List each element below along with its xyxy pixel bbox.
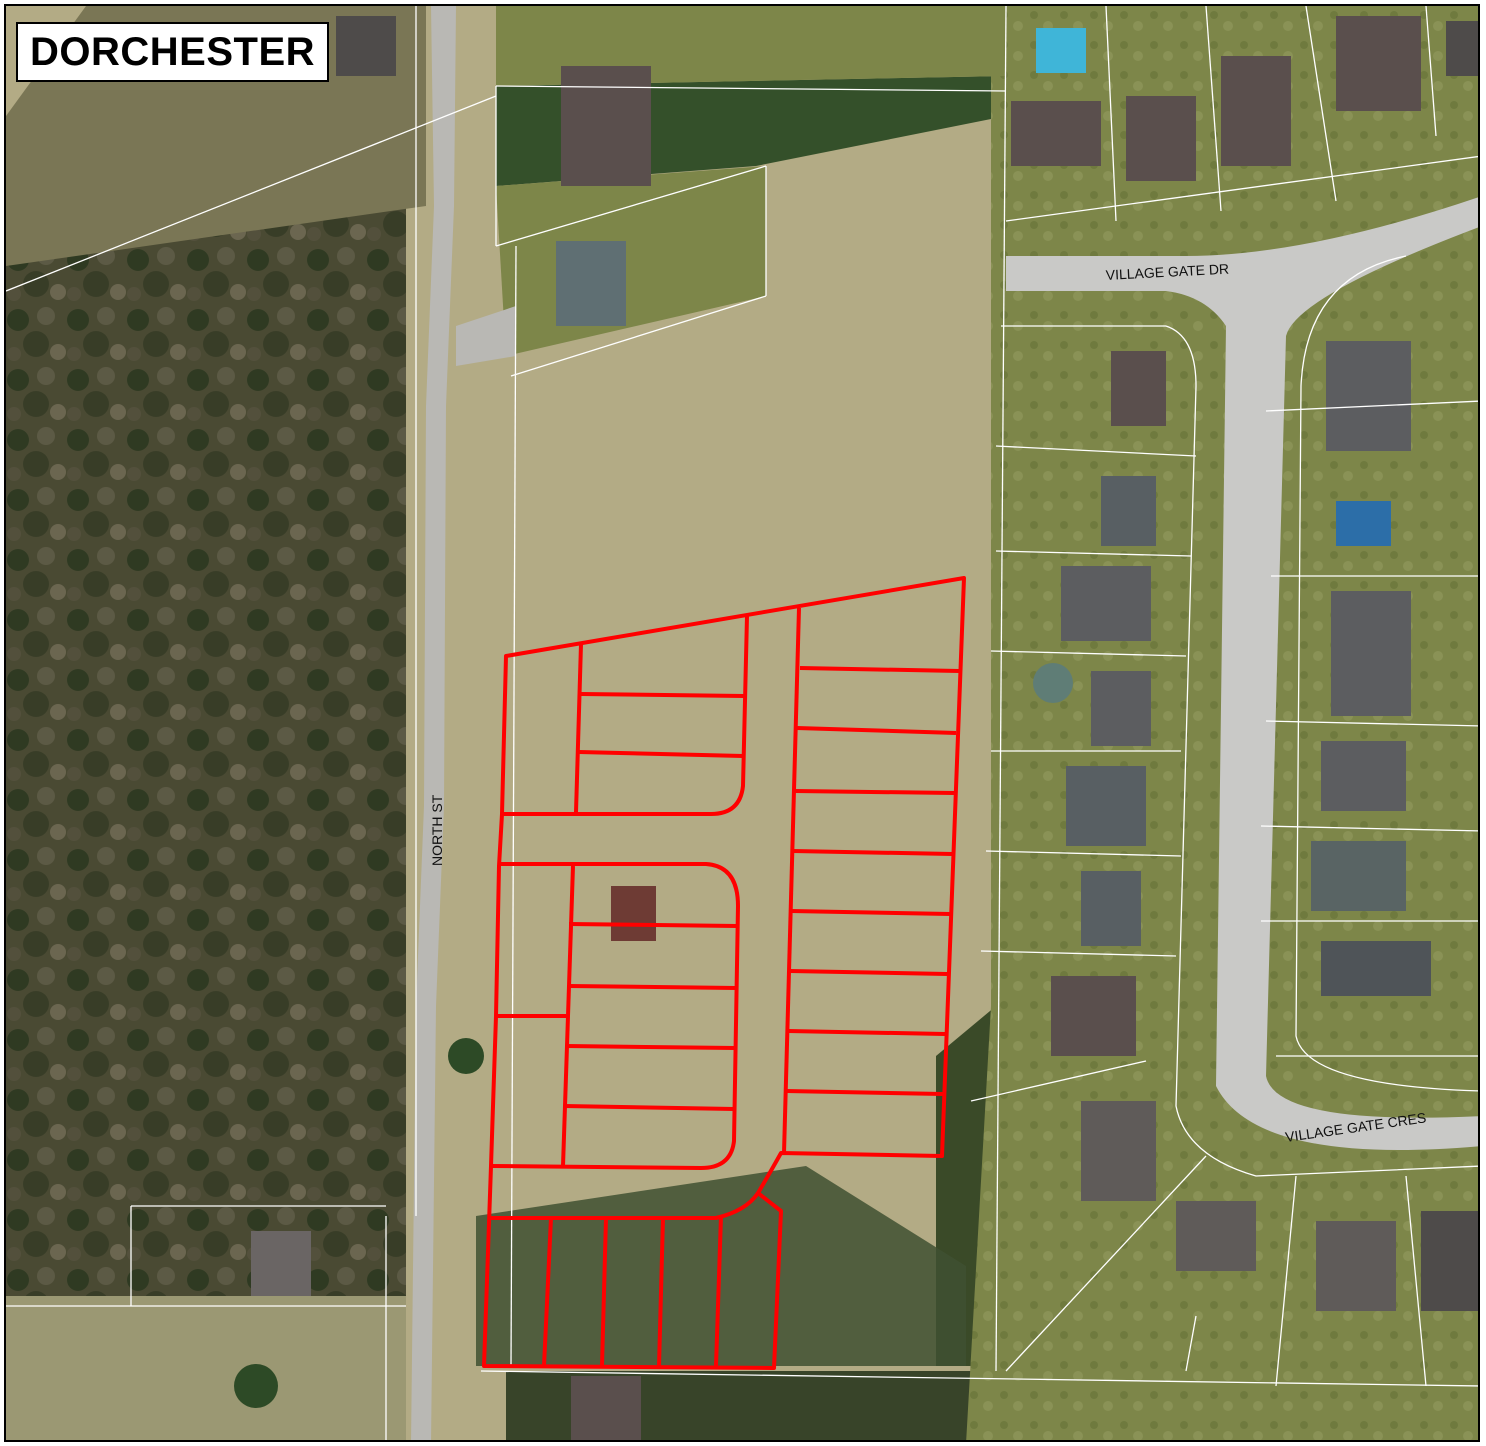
house-roof-icon — [1061, 566, 1151, 641]
pool-icon — [1336, 501, 1391, 546]
house-roof-icon — [1176, 1201, 1256, 1271]
aerial-map[interactable]: NORTH ST VILLAGE GATE DR VILLAGE GATE CR… — [6, 6, 1480, 1442]
house-roof-icon — [1126, 96, 1196, 181]
map-title-box: DORCHESTER — [16, 22, 330, 82]
house-roof-icon — [1066, 766, 1146, 846]
map-frame: NORTH ST VILLAGE GATE DR VILLAGE GATE CR… — [4, 4, 1480, 1442]
pool-icon — [1033, 663, 1073, 703]
houses — [251, 16, 1478, 1440]
house-roof-icon — [561, 66, 651, 186]
house-roof-icon — [1446, 21, 1478, 76]
house-roof-icon — [571, 1376, 641, 1440]
house-roof-icon — [1101, 476, 1156, 546]
house-roof-icon — [1326, 341, 1411, 451]
house-roof-icon — [1331, 591, 1411, 716]
house-roof-icon — [251, 1231, 311, 1296]
north-st-label: NORTH ST — [429, 794, 445, 866]
house-roof-icon — [336, 16, 396, 76]
lot-boundary-outer[interactable] — [482, 576, 966, 1370]
map-title: DORCHESTER — [30, 29, 316, 74]
parcel-boundaries — [6, 6, 1478, 1440]
village-gate-dr-label: VILLAGE GATE DR — [1105, 261, 1229, 283]
house-roof-icon — [1316, 1221, 1396, 1311]
house-roof-icon — [1011, 101, 1101, 166]
forest-area-south — [6, 1296, 406, 1440]
village-gate-dr-road[interactable] — [1006, 196, 1480, 1150]
tree-icon — [448, 1038, 484, 1074]
proposed-lot-outlines[interactable] — [482, 576, 966, 1370]
house-roof-icon — [1221, 56, 1291, 166]
forest-area — [6, 166, 406, 1306]
house-roof-icon — [556, 241, 626, 326]
house-roof-icon — [1111, 351, 1166, 426]
house-roof-icon — [1081, 871, 1141, 946]
pool-icon — [1036, 28, 1086, 73]
north-st-driveway — [456, 306, 516, 366]
house-roof-icon — [1321, 741, 1406, 811]
house-roof-icon — [1336, 16, 1421, 111]
tree-icon — [234, 1364, 278, 1408]
street-right-edge — [782, 607, 801, 1154]
house-roof-icon — [1081, 1101, 1156, 1201]
street-bulb — [491, 1191, 760, 1220]
house-roof-icon — [1091, 671, 1151, 746]
house-roof-icon — [611, 886, 656, 941]
house-roof-icon — [1321, 941, 1431, 996]
street-left-edge-north — [502, 615, 749, 816]
house-roof-icon — [1051, 976, 1136, 1056]
house-roof-icon — [1421, 1211, 1478, 1311]
street-left-edge-south — [490, 862, 740, 1170]
house-roof-icon — [1311, 841, 1406, 911]
north-st-road[interactable] — [411, 6, 456, 1442]
